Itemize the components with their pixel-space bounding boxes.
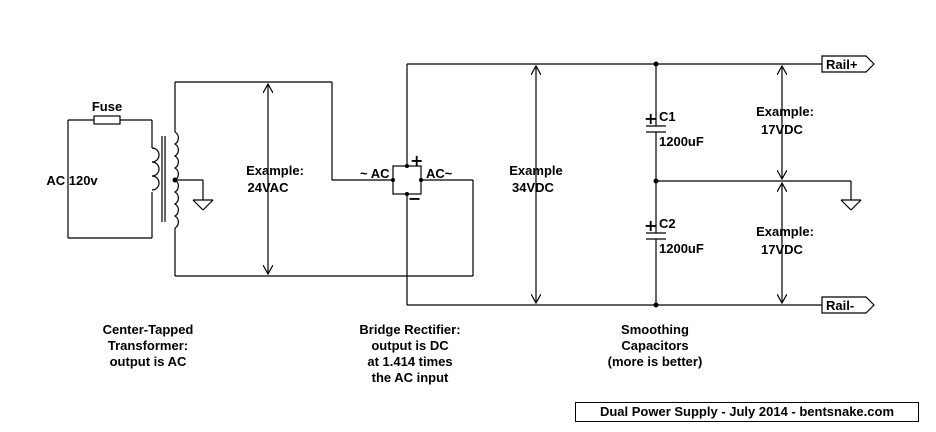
primary-coil (151, 147, 160, 191)
caption-line: output is AC (109, 354, 187, 369)
caption-line: Smoothing (621, 322, 689, 337)
caption-line: Transformer: (107, 338, 189, 353)
rail-pos-label: Rail+ (826, 57, 858, 72)
c2-name: C2 (659, 216, 676, 231)
rail-neg-example-value: 17VDC (761, 242, 804, 257)
rail-pos-example-label: Example: (756, 104, 814, 119)
fuse-label: Fuse (92, 99, 122, 114)
caption-line: (more is better) (607, 354, 703, 369)
c1-plus-sign: + (644, 109, 657, 128)
caption-line: output is DC (371, 338, 449, 353)
rectifier-plus-sign: + (410, 151, 423, 170)
junction-dot (405, 164, 409, 168)
c1-value: 1200uF (659, 134, 704, 149)
junction-dot (172, 177, 178, 183)
transformer-caption: Center-Tapped Transformer: output is AC (88, 322, 208, 370)
dc-example-label: Example (509, 163, 562, 178)
ground-icon (840, 199, 862, 211)
caption-line: the AC input (371, 370, 449, 385)
dc-example-value: 34VDC (512, 180, 555, 195)
caption-line: Bridge Rectifier: (359, 322, 461, 337)
rectifier-caption: Bridge Rectifier: output is DC at 1.414 … (340, 322, 480, 386)
dc-rails (406, 63, 822, 306)
caption-line: at 1.414 times (367, 354, 453, 369)
rail-neg-flag (821, 296, 875, 314)
junction-dot (653, 61, 659, 67)
capacitor-stack (646, 64, 852, 305)
c2-value: 1200uF (659, 241, 704, 256)
rail-pos-flag (821, 55, 875, 73)
caption-line: Capacitors (621, 338, 689, 353)
ground-icon (192, 199, 214, 211)
caption-line: Center-Tapped (102, 322, 194, 337)
junction-dot (419, 178, 423, 182)
rail-pos-example-value: 17VDC (761, 122, 804, 137)
rectifier-minus-sign: − (408, 189, 421, 208)
source-label: AC 120v (46, 173, 98, 188)
capacitors-caption: Smoothing Capacitors (more is better) (590, 322, 720, 370)
rectifier-ac-right-label: AC~ (426, 166, 453, 181)
fuse (93, 115, 121, 125)
transformer-example-value: 24VAC (248, 180, 290, 195)
c2-plus-sign: + (644, 216, 657, 235)
primary-circuit (67, 119, 153, 239)
footer-credit: Dual Power Supply - July 2014 - bentsnak… (575, 402, 919, 422)
junction-dot (391, 178, 395, 182)
transformer-example-label: Example: (246, 163, 304, 178)
rail-neg-example-label: Example: (756, 224, 814, 239)
c1-name: C1 (659, 109, 676, 124)
secondary-wiring (175, 81, 474, 277)
junction-dot (653, 178, 659, 184)
rail-neg-label: Rail- (826, 298, 854, 313)
junction-dot (653, 302, 659, 308)
junction-dot (405, 192, 409, 196)
rectifier-ac-left-label: ~ AC (360, 166, 390, 181)
